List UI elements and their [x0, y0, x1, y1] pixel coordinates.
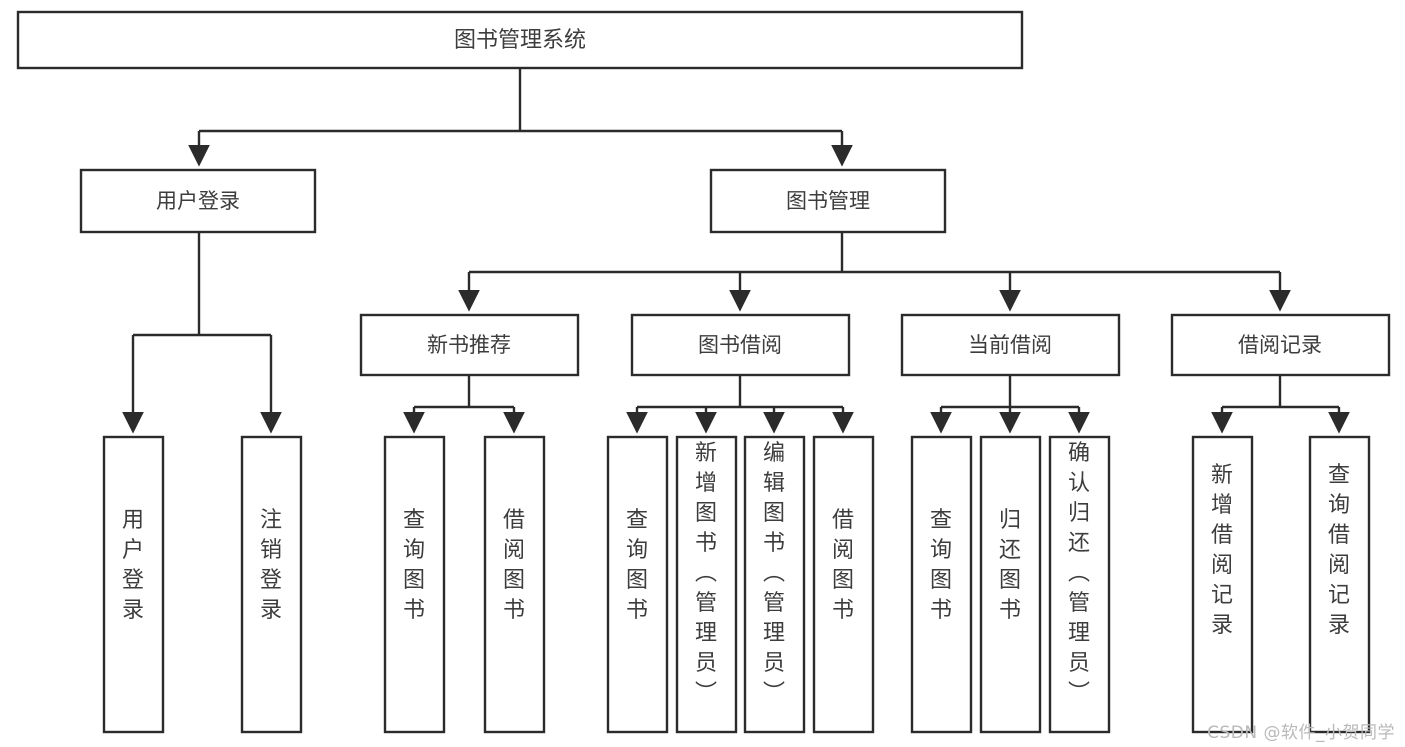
leaf-user-login-0[interactable]: 用户登录	[102, 435, 165, 734]
node-book-borrow-label: 图书借阅	[698, 333, 782, 357]
node-root-label: 图书管理系统	[454, 28, 586, 53]
leaf-box	[240, 435, 303, 734]
leaf-box	[910, 435, 973, 734]
leaf-box	[102, 435, 165, 734]
leaf-label: 查询图书	[403, 508, 425, 623]
leaf-box	[1191, 435, 1254, 734]
leaf-book-borrow-0[interactable]: 查询图书	[606, 435, 669, 734]
node-root-system[interactable]: 图书管理系统	[16, 10, 1024, 70]
leaf-label: 归还图书	[999, 508, 1021, 623]
leaf-label: 确认归还︵管理员︶	[1068, 441, 1090, 706]
node-new-book-rec-box	[359, 313, 580, 377]
leaf-borrow-record-1[interactable]: 查询借阅记录	[1308, 435, 1371, 734]
leaf-label: 查询借阅记录	[1328, 463, 1350, 638]
node-borrow-record[interactable]: 借阅记录	[1170, 313, 1391, 377]
leaf-box	[383, 435, 446, 734]
node-new-book-rec[interactable]: 新书推荐	[359, 313, 580, 377]
leaf-box	[743, 435, 806, 734]
leaf-book-borrow-1[interactable]: 新增图书︵管理员︶	[675, 435, 738, 734]
leaf-label: 借阅图书	[832, 508, 854, 623]
leaf-label: 用户登录	[122, 508, 144, 623]
node-book-borrow[interactable]: 图书借阅	[630, 313, 851, 377]
node-root-box	[16, 10, 1024, 70]
node-book-borrow-box	[630, 313, 851, 377]
leaf-new-book-0[interactable]: 查询图书	[383, 435, 446, 734]
leaf-current-borrow-1[interactable]: 归还图书	[979, 435, 1042, 734]
node-current-borrow-label: 当前借阅	[968, 333, 1052, 357]
node-user-login-label: 用户登录	[156, 189, 240, 213]
leaf-label: 注销登录	[260, 508, 282, 623]
leaf-current-borrow-0[interactable]: 查询图书	[910, 435, 973, 734]
node-book-manage-label: 图书管理	[786, 189, 870, 213]
node-borrow-record-box	[1170, 313, 1391, 377]
leaf-user-login-1[interactable]: 注销登录	[240, 435, 303, 734]
leaf-label: 借阅图书	[503, 508, 525, 623]
leaf-label: 查询图书	[930, 508, 952, 623]
node-current-borrow-box	[900, 313, 1121, 377]
node-book-manage-box	[709, 168, 947, 234]
leaf-new-book-1[interactable]: 借阅图书	[483, 435, 546, 734]
leaf-label: 编辑图书︵管理员︶	[763, 441, 785, 706]
leaf-borrow-record-0[interactable]: 新增借阅记录	[1191, 435, 1254, 734]
leaf-box	[1308, 435, 1371, 734]
leaf-label: 查询图书	[626, 508, 648, 623]
leaf-box	[812, 435, 875, 734]
leaf-current-borrow-2[interactable]: 确认归还︵管理员︶	[1048, 435, 1111, 734]
leaf-box	[1048, 435, 1111, 734]
leaf-label: 新增图书︵管理员︶	[695, 441, 717, 706]
node-user-login[interactable]: 用户登录	[79, 168, 317, 234]
node-user-login-box	[79, 168, 317, 234]
node-book-manage[interactable]: 图书管理	[709, 168, 947, 234]
connectors	[122, 68, 1350, 434]
node-new-book-rec-label: 新书推荐	[427, 333, 511, 357]
leaf-box	[483, 435, 546, 734]
leaf-book-borrow-2[interactable]: 编辑图书︵管理员︶	[743, 435, 806, 734]
leaf-box	[606, 435, 669, 734]
leaf-book-borrow-3[interactable]: 借阅图书	[812, 435, 875, 734]
leaf-box	[675, 435, 738, 734]
node-current-borrow[interactable]: 当前借阅	[900, 313, 1121, 377]
leaf-label: 新增借阅记录	[1211, 463, 1233, 638]
leaf-box	[979, 435, 1042, 734]
node-borrow-record-label: 借阅记录	[1238, 333, 1322, 357]
